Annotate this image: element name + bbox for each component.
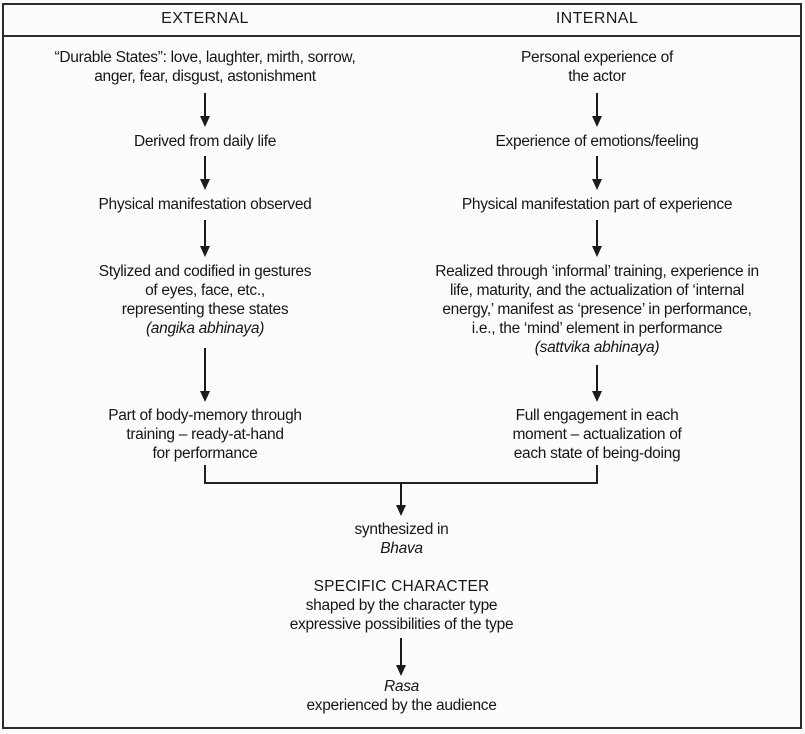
left-block-physical-observed: Physical manifestation observed [10, 195, 400, 214]
text-line: Part of body-memory through [108, 407, 302, 424]
right-block-emotions-feeling: Experience of emotions/feeling [399, 132, 795, 151]
text-line: Experience of emotions/feeling [495, 133, 699, 150]
text-line: life, maturity, and the actualization of… [449, 282, 745, 299]
right-block-physical-experience: Physical manifestation part of experienc… [399, 195, 795, 214]
text-line-italic: Rasa [384, 678, 419, 695]
header-internal: INTERNAL [555, 10, 639, 27]
text-line-italic: (sattvika abhinaya) [534, 339, 660, 356]
arrow-head-icon [592, 246, 602, 257]
arrow-head-icon [592, 116, 602, 127]
text-line: expressive possibilities of the type [289, 616, 514, 633]
text-line: training – ready-at-hand [126, 426, 284, 443]
text-line: i.e., the ‘mind’ element in performance [471, 320, 723, 337]
text-line: anger, fear, disgust, astonishment [94, 68, 316, 85]
left-block-derived: Derived from daily life [10, 132, 400, 151]
flow-arrow-down [591, 220, 603, 257]
text-line: energy,’ manifest as ‘presence’ in perfo… [442, 301, 752, 318]
text-line: for performance [152, 445, 258, 462]
arrow-head-icon [200, 116, 210, 127]
arrow-head-icon [396, 665, 406, 676]
arrow-shaft [596, 365, 598, 391]
left-block-stylized: Stylized and codified in gestures of eye… [10, 262, 400, 338]
text-line: “Durable States”: love, laughter, mirth,… [54, 49, 356, 66]
flow-arrow-down [199, 348, 211, 402]
arrow-head-icon [592, 179, 602, 190]
arrow-shaft [596, 156, 598, 179]
flow-arrow-down [199, 93, 211, 127]
text-line: Realized through ‘informal’ training, ex… [435, 263, 759, 280]
flow-arrow-down [199, 156, 211, 190]
arrow-shaft [204, 93, 206, 116]
arrow-shaft [400, 483, 402, 505]
text-line: of eyes, face, etc., [145, 282, 265, 299]
text-line: synthesized in [354, 521, 449, 538]
arrow-shaft [204, 156, 206, 179]
text-line: Physical manifestation observed [98, 196, 312, 213]
specific-character-block: SPECIFIC CHARACTER shaped by the charact… [200, 577, 603, 634]
arrow-head-icon [200, 246, 210, 257]
right-block-personal-experience: Personal experience of the actor [399, 48, 795, 86]
text-line: Full engagement in each [515, 407, 679, 424]
flow-arrow-down [199, 220, 211, 257]
text-line: Stylized and codified in gestures [98, 263, 312, 280]
arrow-shaft [204, 348, 206, 391]
text-line-italic: (angika abhinaya) [145, 320, 265, 337]
convergence-connector [204, 465, 598, 484]
arrow-head-icon [200, 179, 210, 190]
right-block-realized: Realized through ‘informal’ training, ex… [399, 262, 795, 357]
text-line: the actor [568, 68, 626, 85]
flow-arrow-down [591, 156, 603, 190]
arrow-head-icon [200, 391, 210, 402]
arrow-head-icon [592, 391, 602, 402]
text-line-italic: Bhava [380, 540, 423, 557]
synthesized-bhava-block: synthesized in Bhava [200, 520, 603, 558]
header-external: EXTERNAL [161, 10, 249, 27]
left-block-durable-states: “Durable States”: love, laughter, mirth,… [10, 48, 400, 86]
arrow-shaft [596, 93, 598, 116]
right-block-full-engagement: Full engagement in each moment – actuali… [399, 406, 795, 463]
left-block-body-memory: Part of body-memory through training – r… [10, 406, 400, 463]
flow-arrow-down [591, 365, 603, 402]
arrow-shaft [596, 220, 598, 246]
rasa-block: Rasa experienced by the audience [200, 677, 603, 715]
text-line: SPECIFIC CHARACTER [313, 578, 490, 595]
flow-arrow-down [395, 483, 407, 516]
text-line: Derived from daily life [133, 133, 277, 150]
text-line: Physical manifestation part of experienc… [461, 196, 733, 213]
text-line: moment – actualization of [512, 426, 682, 443]
flow-arrow-down [591, 93, 603, 127]
flow-arrow-down [395, 638, 407, 676]
text-line: Personal experience of [521, 49, 673, 66]
text-line: experienced by the audience [306, 697, 497, 714]
text-line: representing these states [121, 301, 289, 318]
arrow-shaft [400, 638, 402, 665]
arrow-head-icon [396, 505, 406, 516]
header-divider [4, 35, 801, 37]
arrow-shaft [204, 220, 206, 246]
text-line: each state of being-doing [513, 445, 681, 462]
text-line: shaped by the character type [305, 597, 498, 614]
